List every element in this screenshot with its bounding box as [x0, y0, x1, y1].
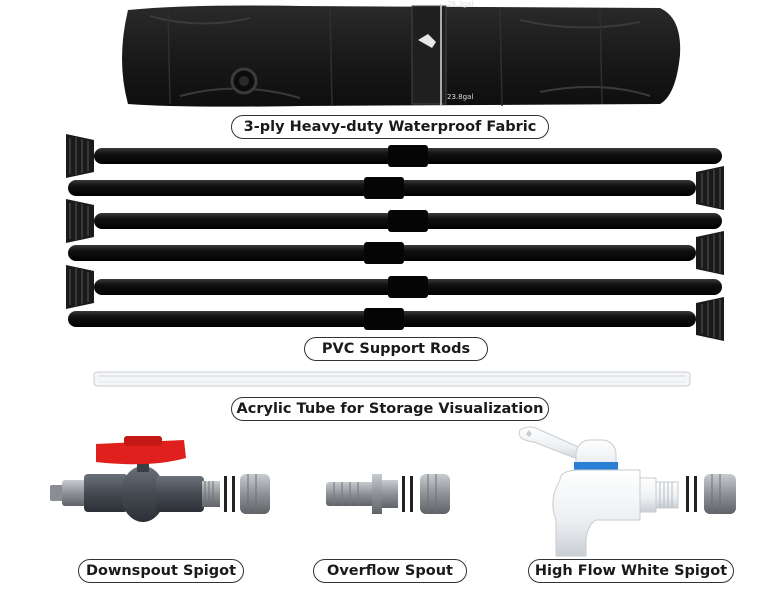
- pvc-rod: [68, 297, 724, 341]
- pvc-rod: [66, 199, 722, 243]
- overflow-spout-image: [326, 474, 450, 514]
- rods-label: PVC Support Rods: [304, 337, 488, 361]
- downspout-label: Downspout Spigot: [78, 559, 244, 583]
- fabric-bag-image: [122, 4, 681, 107]
- bag-mark-bottom: 23.8gal: [447, 93, 474, 101]
- tube-label: Acrylic Tube for Storage Visualization: [231, 397, 549, 421]
- pvc-rod: [66, 134, 722, 178]
- high-flow-spigot-image: [518, 426, 736, 557]
- downspout-spigot-image: [50, 436, 270, 522]
- high-flow-label: High Flow White Spigot: [528, 559, 734, 583]
- pvc-rod: [68, 166, 724, 210]
- pvc-rod: [66, 265, 722, 309]
- pvc-rod: [68, 231, 724, 275]
- overflow-label: Overflow Spout: [313, 559, 467, 583]
- fabric-label: 3-ply Heavy-duty Waterproof Fabric: [231, 115, 549, 139]
- acrylic-tube-image: [93, 371, 691, 387]
- bag-mark-top: 26.3gal: [447, 0, 474, 8]
- pvc-rods-image: [66, 134, 724, 341]
